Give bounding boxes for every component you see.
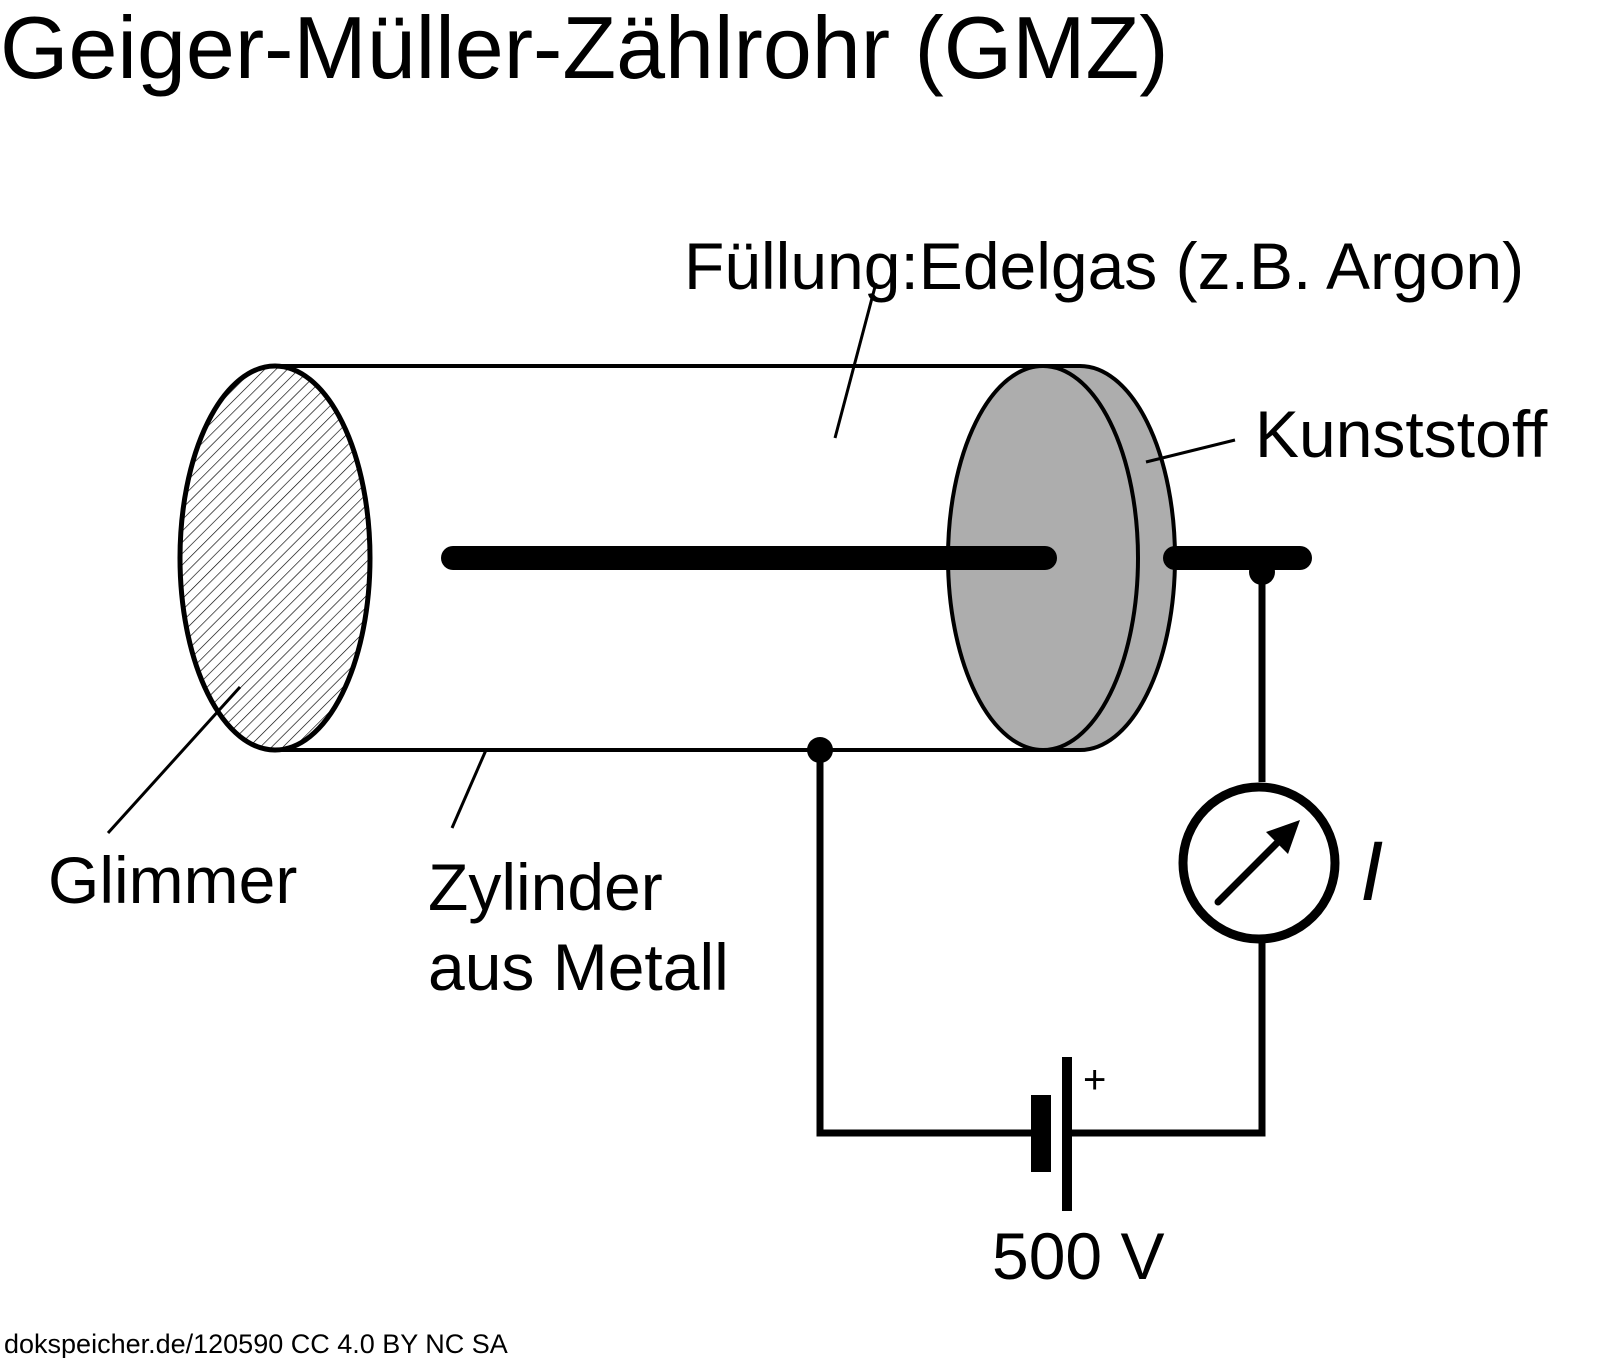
mica-window [177, 363, 373, 753]
circuit-wires [816, 572, 1266, 1137]
anode-junction [1249, 559, 1275, 585]
diagram-title: Geiger-Müller-Zählrohr (GMZ) [0, 0, 1169, 97]
metal-cylinder [275, 364, 1080, 752]
footer-credit: dokspeicher.de/120590 CC 4.0 BY NC SA [4, 1329, 508, 1358]
cathode-junction [807, 737, 833, 763]
cylinder-label-line2: aus Metall [428, 930, 729, 1004]
plastic-label: Kunststoff [1255, 397, 1548, 471]
filling-leader [833, 282, 878, 439]
ammeter-icon [1178, 782, 1340, 944]
battery-plus-sign: + [1083, 1058, 1106, 1102]
current-label: I [1360, 824, 1383, 918]
mica-label: Glimmer [48, 843, 297, 917]
cylinder-label-line1: Zylinder [428, 850, 663, 924]
plastic-leader [1145, 438, 1236, 464]
filling-label: Füllung:Edelgas (z.B. Argon) [684, 229, 1524, 303]
cylinder-leader [450, 749, 488, 829]
voltage-label: 500 V [992, 1219, 1164, 1293]
mica-leader [106, 685, 242, 835]
battery-icon [1031, 1057, 1072, 1211]
